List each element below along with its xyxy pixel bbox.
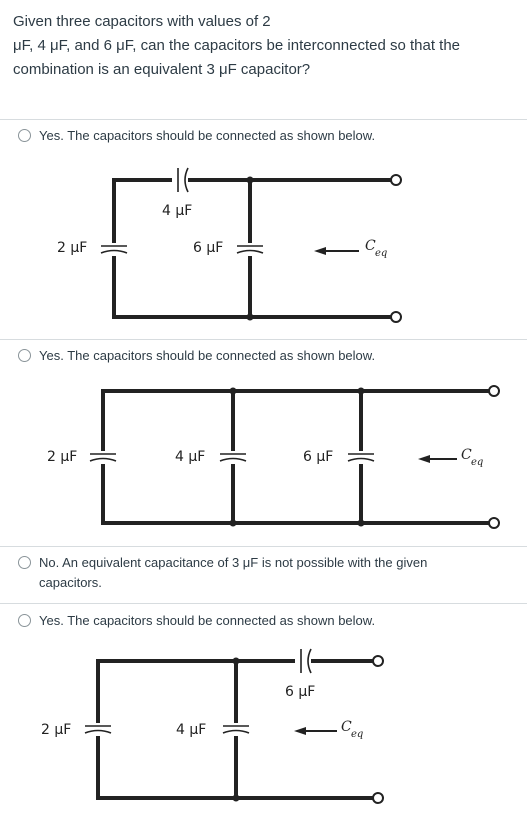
ceq-subscript: eq: [471, 457, 483, 468]
answer-option-4[interactable]: Yes. The capacitors should be connected …: [18, 611, 479, 631]
arrow-icon: [418, 455, 430, 463]
capacitor-label: 4 μF: [175, 449, 205, 465]
ceq-label: C: [341, 719, 352, 735]
capacitor-label: 6 μF: [303, 449, 333, 465]
option-label-line-1: No. An equivalent capacitance of 3 μF is…: [39, 555, 428, 570]
arrow-icon: [314, 247, 326, 255]
radio-button[interactable]: [18, 614, 31, 627]
option-label: No. An equivalent capacitance of 3 μF is…: [39, 553, 479, 593]
circuit-diagram-2: 2 μF 4 μF 6 μF C eq: [47, 385, 500, 529]
ceq-label: C: [461, 447, 472, 463]
divider: [0, 603, 527, 604]
circuit-diagram-1: 4 μF 2 μF 6 μF C eq: [57, 165, 402, 323]
ceq-label: C: [365, 238, 376, 254]
terminal-icon: [488, 385, 500, 397]
capacitor-symbol-2uf: [89, 451, 119, 464]
question-text: Given three capacitors with values of 2 …: [13, 10, 513, 82]
capacitor-label: 2 μF: [41, 722, 71, 738]
answer-option-1[interactable]: Yes. The capacitors should be connected …: [18, 126, 479, 146]
answer-option-2[interactable]: Yes. The capacitors should be connected …: [18, 346, 479, 366]
terminal-icon: [390, 174, 402, 186]
capacitor-label: 6 μF: [193, 240, 223, 256]
option-label: Yes. The capacitors should be connected …: [39, 348, 376, 363]
capacitor-symbol-6uf: [347, 451, 377, 464]
radio-button[interactable]: [18, 129, 31, 142]
capacitor-symbol-4uf: [222, 723, 252, 736]
radio-button[interactable]: [18, 349, 31, 362]
divider: [0, 119, 527, 120]
radio-button[interactable]: [18, 556, 31, 569]
option-label-line-2: capacitors.: [39, 575, 102, 590]
capacitor-symbol-6uf: [236, 243, 266, 256]
terminal-icon: [372, 655, 384, 667]
capacitor-label: 2 μF: [47, 449, 77, 465]
capacitor-symbol-series: [172, 165, 189, 195]
answer-option-3[interactable]: No. An equivalent capacitance of 3 μF is…: [18, 553, 479, 593]
divider: [0, 546, 527, 547]
ceq-subscript: eq: [351, 729, 363, 740]
capacitor-label: 4 μF: [176, 722, 206, 738]
capacitor-symbol-2uf: [100, 243, 130, 256]
arrow-icon: [294, 727, 306, 735]
option-label: Yes. The capacitors should be connected …: [39, 613, 376, 628]
divider: [0, 339, 527, 340]
capacitor-symbol-2uf: [84, 723, 114, 736]
terminal-icon: [372, 792, 384, 804]
ceq-subscript: eq: [375, 248, 387, 259]
question-line-3: combination is an equivalent 3 μF capaci…: [13, 61, 311, 78]
terminal-icon: [488, 517, 500, 529]
capacitor-symbol-series: [295, 646, 312, 676]
question-line-2: μF, 4 μF, and 6 μF, can the capacitors b…: [13, 37, 461, 54]
capacitor-label: 4 μF: [162, 203, 192, 219]
question-line-1: Given three capacitors with values of 2: [13, 13, 271, 30]
capacitor-label: 2 μF: [57, 240, 87, 256]
option-label: Yes. The capacitors should be connected …: [39, 128, 376, 143]
capacitor-label: 6 μF: [285, 684, 315, 700]
terminal-icon: [390, 311, 402, 323]
capacitor-symbol-4uf: [219, 451, 249, 464]
